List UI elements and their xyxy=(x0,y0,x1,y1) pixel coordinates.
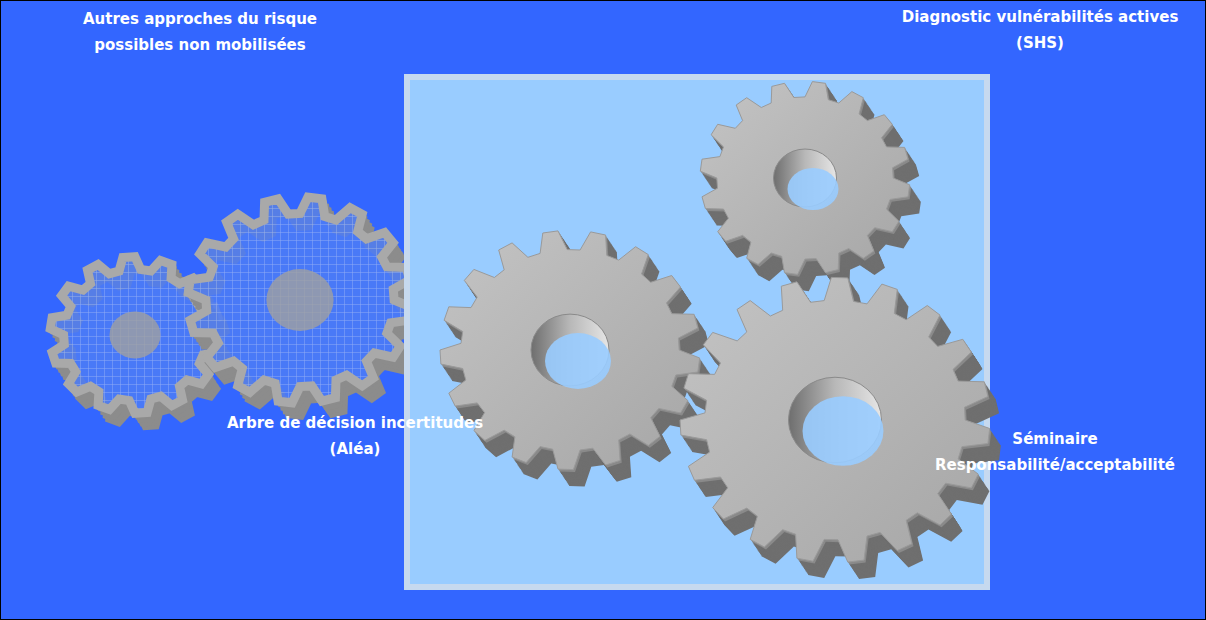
label-text: Séminaire Responsabilité/acceptabilité xyxy=(910,426,1200,478)
gear-face xyxy=(680,277,990,562)
ghost-gear-face xyxy=(188,197,411,403)
gear xyxy=(680,277,1001,579)
ghost-gears xyxy=(50,197,421,427)
ghost-gear-hole xyxy=(266,269,333,331)
solid-gears xyxy=(440,82,1001,579)
label-text: Autres approches du risque possibles non… xyxy=(70,6,330,58)
label-text: Arbre de décision incertitudes (Aléa) xyxy=(225,410,485,462)
gear-hole-opening xyxy=(545,333,611,389)
gear-face xyxy=(700,82,909,275)
gear xyxy=(700,82,921,292)
gear xyxy=(440,231,711,487)
gear-hole-opening xyxy=(788,168,839,210)
label-text: Diagnostic vulnérabilités actives (SHS) xyxy=(890,4,1190,56)
gear-face xyxy=(440,231,700,470)
ghost-gear xyxy=(188,197,421,417)
gear-hole-opening xyxy=(803,396,884,466)
ghost-gear-hole xyxy=(110,312,161,359)
